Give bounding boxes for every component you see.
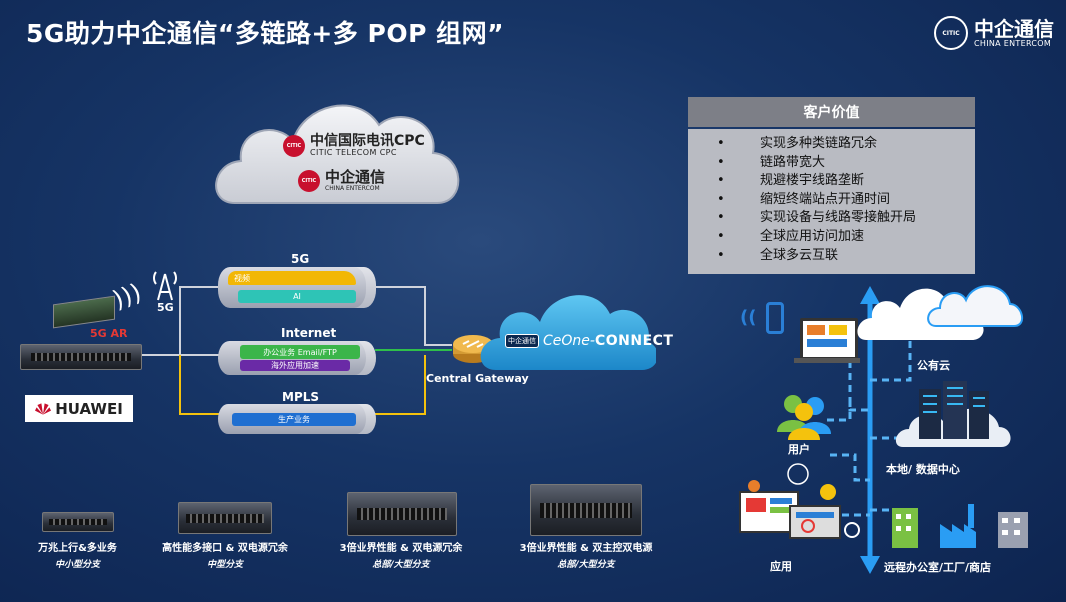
huawei-logo: HUAWEI [25,395,133,422]
entercom-name-en: CHINA ENTERCOM [325,185,380,192]
link-5g-label: 5G [291,252,310,266]
stream-production: 生产业务 [232,413,356,426]
ceone-connect-logo: 中企通信 CeOne-CONNECT [505,333,673,349]
citic-logo-icon: CITIC [934,16,968,50]
building-icon [892,504,1028,548]
wifi-icon: (( [740,307,757,328]
entercom-logo: CITIC 中企通信 CHINA ENTERCOM [298,170,385,192]
customer-value-list: 实现多种类链路冗余 链路带宽大 规避楼宇线路垄断 缩短终端站点开通时间 实现设备… [688,129,975,274]
ceone-suffix: CONNECT [594,333,674,349]
huawei-name: HUAWEI [55,399,123,418]
users-label: 用户 [788,443,810,456]
stream-ai: AI [238,290,356,303]
server-icon [895,381,1011,447]
citic-logo-icon: CITIC [283,134,305,157]
stream-overseas: 海外应用加速 [240,360,350,371]
device-1-label: 万兆上行&多业务 [38,543,117,554]
antenna-label: 5G [157,301,174,314]
ceone-badge: 中企通信 [505,334,539,348]
apps-illustration-icon [739,463,860,539]
slide-title: 5G助力中企通信“多链路+多 POP 组网” [26,19,505,48]
device-2-label: 高性能多接口 & 双电源冗余 [162,543,288,554]
ar-router-icon [20,344,142,370]
list-item: 实现多种类链路冗余 [688,135,975,154]
cpc-logo: CITIC 中信国际电讯CPC CITIC TELECOM CPC [283,134,425,157]
list-item: 实现设备与线路零接触开局 [688,209,975,228]
stream-office: 办公业务 Email/FTP [240,345,360,359]
datacenter-label: 本地/ 数据中心 [886,463,960,476]
antenna-icon [153,271,177,301]
device-4-sub: 总部/大型分支 [557,560,615,570]
device-1-sub: 中小型分支 [54,560,100,570]
cloud-icon [215,104,460,204]
phone-icon [766,302,784,334]
cpc-name-cn: 中信国际电讯CPC [310,133,425,149]
cpc-name-en: CITIC TELECOM CPC [310,148,397,157]
cloud-icon [857,285,1024,340]
huawei-petal-icon [35,402,52,415]
list-item: 全球多云互联 [688,247,975,266]
router-small-icon [42,512,114,532]
list-item: 链路带宽大 [688,154,975,173]
users-icon [777,395,831,440]
remote-label: 远程办公室/工厂/商店 [884,561,992,574]
router-xlarge-icon [530,484,642,536]
device-3-sub: 总部/大型分支 [372,560,430,570]
apps-label: 应用 [770,560,792,573]
brand-name-en: CHINA ENTERCOM [974,38,1052,48]
link-internet-label: Internet [281,326,337,340]
gateway-label: Central Gateway [426,372,529,385]
brand-logo: CITIC 中企通信 CHINA ENTERCOM [934,16,1054,50]
device-4-label: 3倍业界性能 & 双主控双电源 [519,543,653,554]
ceone-name: CeOne- [543,333,595,349]
laptop-base [794,358,860,363]
public-cloud-label: 公有云 [917,359,950,372]
list-item: 全球应用访问加速 [688,228,975,247]
stream-video: 视频 [228,271,356,285]
router-medium-icon [178,502,272,534]
device-2-sub: 中型分支 [206,560,243,570]
ar-label: 5G AR [90,327,128,340]
brand-name-cn: 中企通信 [974,16,1054,41]
list-item: 缩短终端站点开通时间 [688,191,975,210]
laptop-icon [800,318,858,360]
entercom-name-cn: 中企通信 [325,168,386,186]
customer-value-heading: 客户价值 [688,97,975,127]
device-3-label: 3倍业界性能 & 双电源冗余 [339,543,463,554]
link-mpls-label: MPLS [282,390,320,404]
list-item: 规避楼宇线路垄断 [688,172,975,191]
citic-logo-icon: CITIC [298,170,320,192]
cloud-icon [480,295,656,370]
router-large-icon [347,492,457,536]
